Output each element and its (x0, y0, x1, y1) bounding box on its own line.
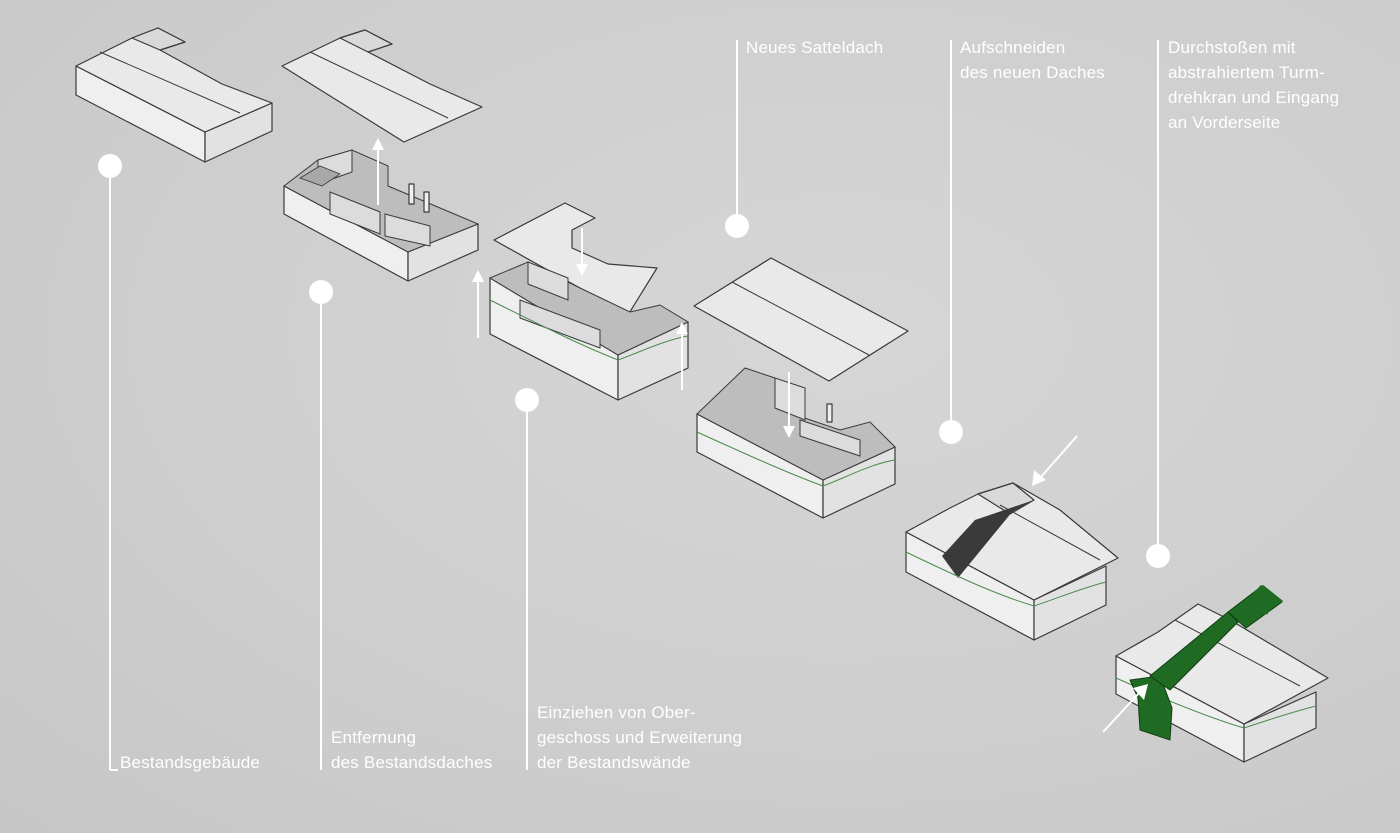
step2-interior-shell (283, 149, 480, 282)
step2-label: Entfernung des Bestandsdaches (331, 728, 493, 772)
step5-label: Aufschneiden des neuen Daches (960, 38, 1105, 82)
step2-removed-roof (281, 29, 483, 143)
step4-new-gable-roof (693, 257, 909, 382)
step4-label: Neues Satteldach (746, 38, 884, 57)
step3-label: Einziehen von Ober- geschoss und Erweite… (537, 703, 743, 772)
annotation-leaders (98, 40, 1170, 771)
step6-label: Durchstoßen mit abstrahiertem Turm- dreh… (1168, 38, 1340, 132)
step1-existing-building (75, 27, 273, 163)
step5-cut-roof-building (905, 482, 1119, 641)
step1-label: Bestandsgebäude (120, 753, 261, 772)
step3-floor-slab (493, 202, 658, 316)
step4-building-walls (696, 367, 896, 519)
movement-arrows (372, 138, 1148, 733)
step3-extended-walls (488, 261, 690, 401)
